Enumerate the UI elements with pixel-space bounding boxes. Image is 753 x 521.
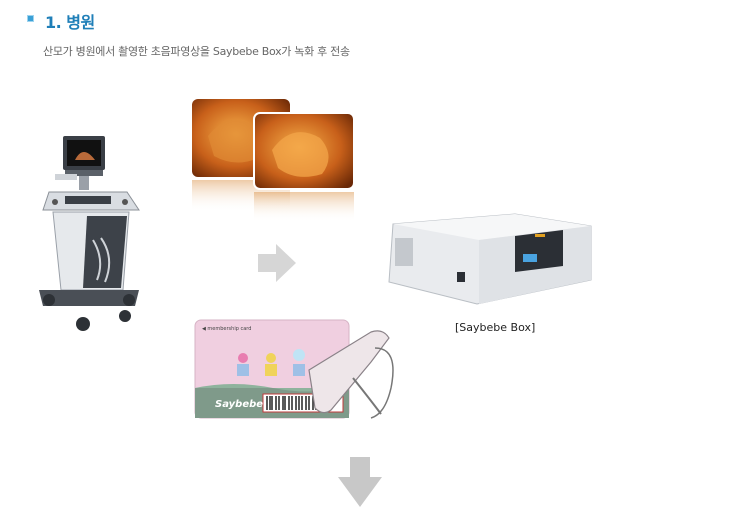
ultrasound-photos-illustration (192, 99, 355, 222)
arrow-right-icon (258, 244, 296, 282)
arrow-down-icon (338, 457, 382, 507)
card-brand-label: Saybebe (215, 399, 264, 410)
section-title: 1. 병원 (45, 13, 95, 32)
ultrasound-machine-illustration (39, 136, 140, 331)
saybebe-box-caption: [Saybebe Box] (455, 321, 536, 334)
saybebe-box-device-illustration (388, 213, 592, 305)
section-subtitle: 산모가 병원에서 촬영한 초음파영상을 Saybebe Box가 녹화 후 전송 (43, 45, 350, 58)
section-bullet-icon (27, 15, 34, 22)
card-header-label: ◀ membership card (202, 326, 252, 332)
membership-card-illustration (194, 319, 394, 419)
